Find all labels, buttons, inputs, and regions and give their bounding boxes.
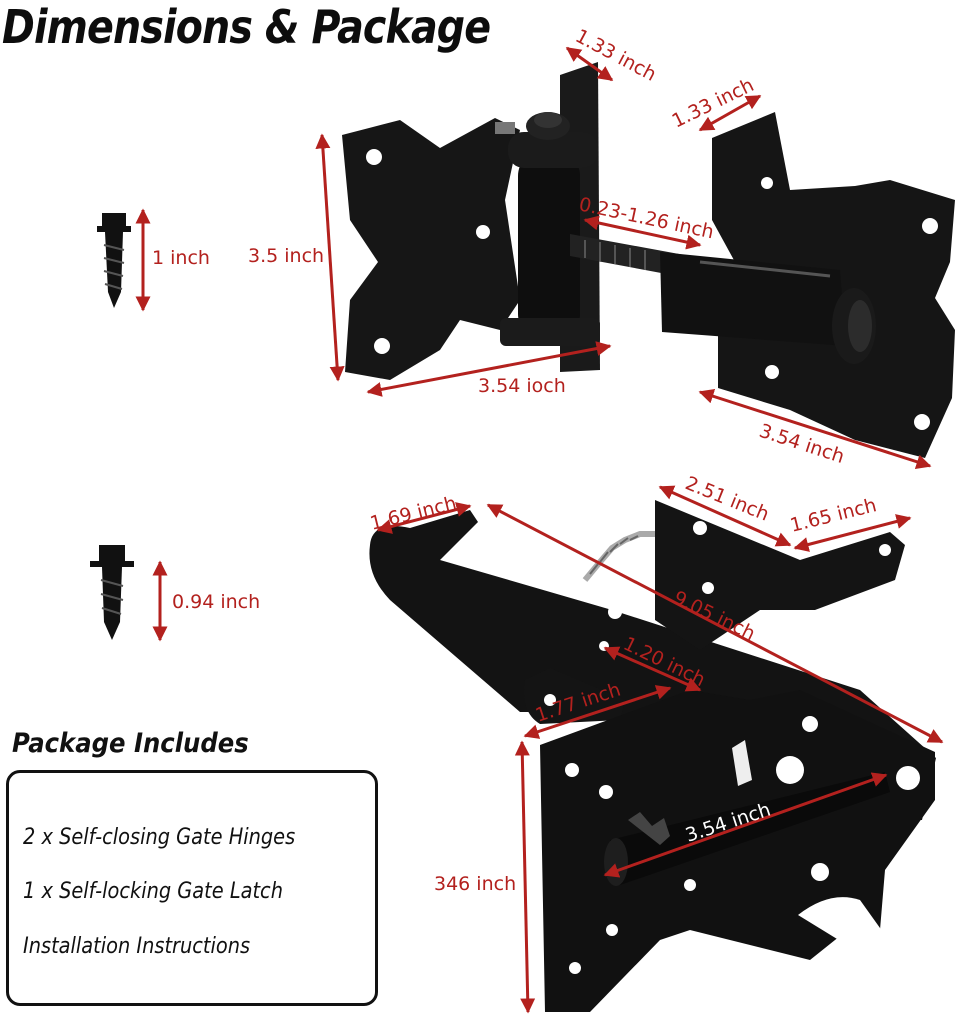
- dim-label-hinge-width-left: 3.54 ioch: [478, 375, 566, 397]
- dim-label-hinge-height: 3.5 inch: [248, 245, 324, 267]
- dim-label-latch-height: 346 inch: [434, 873, 516, 895]
- dim-line-hinge-height: [315, 133, 345, 382]
- dim-line-bolt-range: [583, 215, 702, 250]
- package-heading: Package Includes: [12, 728, 249, 759]
- package-item-instructions: Installation Instructions: [23, 934, 251, 959]
- small-screw: [90, 545, 134, 640]
- package-list: 2 x Self-closing Gate Hinges 1 x Self-lo…: [6, 770, 378, 1006]
- dim-line-latch-arm: [376, 502, 472, 534]
- dim-line-latch-height: [514, 740, 536, 1014]
- dim-line-latch-bar: [603, 772, 888, 878]
- gate-latch: [369, 500, 936, 1012]
- package-item-hinges: 2 x Self-closing Gate Hinges: [23, 825, 296, 850]
- dim-line-hinge-leaf-2: [698, 94, 762, 132]
- dim-label-small-screw: 0.94 inch: [172, 591, 260, 613]
- package-item-latch: 1 x Self-locking Gate Latch: [23, 879, 283, 904]
- dim-line-latch-length: [486, 503, 944, 744]
- dim-label-large-screw: 1 inch: [152, 247, 210, 269]
- large-screw: [97, 213, 131, 308]
- page-title: Dimensions & Package: [2, 0, 491, 54]
- gate-hinge: [342, 62, 955, 458]
- dim-line-hinge-leaf-1: [565, 46, 614, 82]
- dim-line-hinge-width-right: [698, 388, 932, 470]
- dim-line-latch-tab: [523, 685, 672, 739]
- dim-line-hinge-width-left: [366, 341, 612, 397]
- dim-line-latch-slot: [603, 646, 702, 692]
